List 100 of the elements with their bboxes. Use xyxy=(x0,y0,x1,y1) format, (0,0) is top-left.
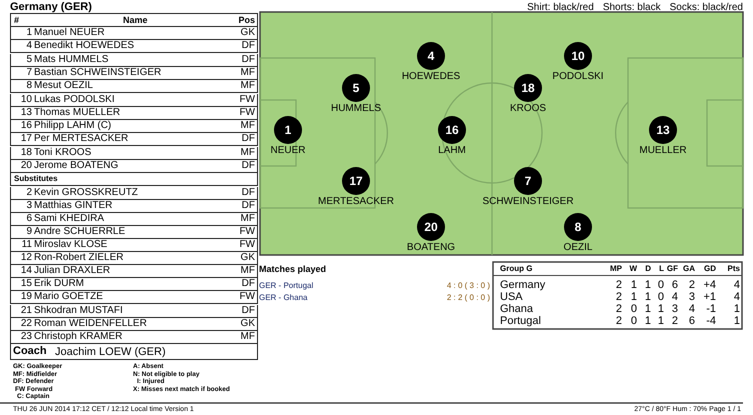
coach-name: Joachim LOEW (GER) xyxy=(55,346,166,358)
position-code: GK xyxy=(240,253,255,264)
player-name: Erik DURM xyxy=(34,279,84,290)
player-name: Mesut OEZIL xyxy=(34,81,93,92)
player-name: Thomas MUELLER xyxy=(34,108,120,118)
player-label: MUELLER xyxy=(639,146,687,156)
player-label: HOEWEDES xyxy=(402,72,460,82)
table-value: 2 xyxy=(688,280,695,291)
player-name: Julian DRAXLER xyxy=(34,266,110,276)
table-value: 0 xyxy=(630,316,637,327)
table-value: -4 xyxy=(706,316,716,327)
table-value: 1 xyxy=(644,280,651,291)
position-code: MF xyxy=(240,148,255,158)
table-value: 4 xyxy=(734,292,740,303)
player-name: Manuel NEUER xyxy=(34,28,105,38)
kit-info: Shirt: black/red xyxy=(527,3,594,13)
player-name: Benedikt HOEWEDES xyxy=(34,41,134,52)
shirt-number: 10 xyxy=(20,94,32,104)
kit-info: Socks: black/red xyxy=(670,3,743,13)
player-name: Philipp LAHM (C) xyxy=(34,121,112,132)
player-name: Jerome BOATENG xyxy=(34,161,118,171)
shirt-number: 21 xyxy=(20,306,32,316)
shirt-number: 2 xyxy=(25,188,32,198)
table-value: 2 xyxy=(616,316,622,327)
table-value: 1 xyxy=(658,316,664,327)
table-value: 1 xyxy=(644,292,651,303)
coach-heading: Coach xyxy=(13,346,47,357)
player-label: SCHWEINSTEIGER xyxy=(482,197,574,207)
table-value: 1 xyxy=(734,316,740,327)
table-value: 2 xyxy=(616,304,622,315)
table-value: 2 xyxy=(616,292,622,303)
position-code: GK xyxy=(240,318,255,329)
player-name: Miroslav KLOSE xyxy=(34,240,108,250)
shirt-number: 13 xyxy=(20,108,32,118)
player-label: KROOS xyxy=(510,104,546,114)
shirt-number: 7 xyxy=(25,68,32,78)
shirt-number: 17 xyxy=(20,134,32,144)
position-code: MF xyxy=(240,266,255,276)
shirt-number: 3 xyxy=(25,200,32,211)
team-name: Portugal xyxy=(500,316,541,327)
table-value: +1 xyxy=(703,292,716,303)
match-score: 2 : 2 ( 0 : 0 ) xyxy=(446,294,490,302)
player-label: LAHM xyxy=(438,146,466,156)
position-code: MF xyxy=(240,121,255,132)
table-value: 4 xyxy=(734,280,740,291)
position-code: DF xyxy=(242,54,255,65)
player-label: BOATENG xyxy=(406,243,456,253)
shirt-number: 11 xyxy=(20,240,32,250)
shirt-number: 8 xyxy=(25,81,32,92)
position-code: FW xyxy=(239,108,255,118)
shirt-number: 12 xyxy=(20,253,32,264)
player-name: Mats HUMMELS xyxy=(34,54,108,65)
column-header: # xyxy=(14,16,20,25)
player-label: HUMMELS xyxy=(331,104,381,114)
column-header: W xyxy=(629,265,637,273)
column-header: Pos xyxy=(238,16,255,25)
shirt-number: 14 xyxy=(20,266,32,276)
shirt-number: 22 xyxy=(20,318,32,329)
position-code: DF xyxy=(242,41,255,52)
player-label: PODOLSKI xyxy=(552,72,604,82)
column-header: D xyxy=(645,265,651,273)
player-name: Ron-Robert ZIELER xyxy=(34,253,124,264)
table-value: 0 xyxy=(658,292,664,303)
shirt-number: 19 xyxy=(20,292,32,302)
position-code: FW xyxy=(239,94,255,104)
player-label: MERTESACKER xyxy=(318,197,394,207)
position-code: DF xyxy=(242,200,255,211)
match-score: 4 : 0 ( 3 : 0 ) xyxy=(446,282,490,290)
table-value: -1 xyxy=(706,304,716,315)
table-value: 3 xyxy=(672,304,678,315)
kit-info: Shorts: black xyxy=(602,3,661,13)
shirt-number: 6 xyxy=(25,214,32,224)
match-teams: GER - Ghana xyxy=(259,294,308,302)
table-value: 2 xyxy=(616,280,622,291)
column-header: GD xyxy=(704,265,716,273)
position-code: DF xyxy=(242,134,255,144)
team-title: Germany (GER) xyxy=(10,2,92,13)
player-name: Shkodran MUSTAFI xyxy=(34,306,123,316)
match-teams: GER - Portugal xyxy=(259,282,314,290)
position-code: DF xyxy=(242,161,255,171)
section-heading: Substitutes xyxy=(14,175,58,184)
position-code: MF xyxy=(240,214,255,224)
shirt-number: 23 xyxy=(20,332,32,342)
table-value: 4 xyxy=(672,292,678,303)
table-value: 6 xyxy=(672,280,678,291)
player-name: Sami KHEDIRA xyxy=(34,214,104,224)
shirt-number: 9 xyxy=(25,226,32,237)
table-value: 0 xyxy=(630,304,637,315)
shirt-number: 16 xyxy=(20,121,32,132)
column-header: Group G xyxy=(500,265,532,273)
table-value: 1 xyxy=(734,304,740,315)
shirt-number: 5 xyxy=(25,54,32,65)
position-code: DF xyxy=(242,188,255,198)
table-value: 0 xyxy=(658,280,664,291)
shirt-number: 20 xyxy=(20,161,32,171)
player-name: Toni KROOS xyxy=(34,148,92,158)
column-header: Pts xyxy=(728,265,740,273)
player-name: Per MERTESACKER xyxy=(34,134,128,144)
column-header: Name xyxy=(123,16,148,25)
player-label: NEUER xyxy=(270,146,306,156)
